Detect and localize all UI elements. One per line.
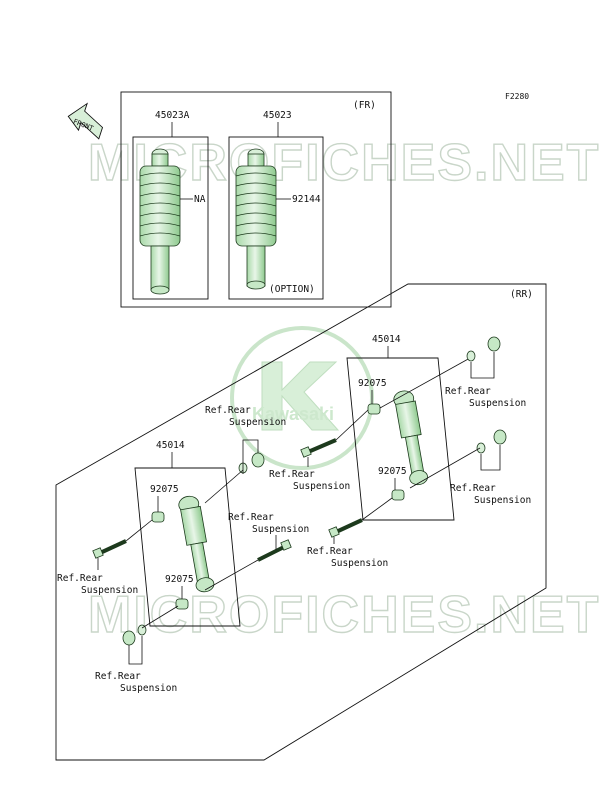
ref-right-bottom-1: Ref.Rear xyxy=(450,483,496,494)
ref-mid-lower-2: Suspension xyxy=(331,558,388,569)
kawasaki-logo-watermark: Kawasaki xyxy=(230,326,374,470)
front-shock-left xyxy=(139,148,181,295)
rear-shock-left xyxy=(178,495,215,593)
ref-right-bottom-2: Suspension xyxy=(474,495,531,506)
front-section: (FR) 45023A 45023 NA xyxy=(120,91,392,308)
ref-left-bottom-2: Suspension xyxy=(120,683,177,694)
rear-left-bushing-bottom-label: 92075 xyxy=(165,574,194,585)
front-tag: (FR) xyxy=(353,100,376,111)
ref-left-bolt-2: Suspension xyxy=(81,585,138,596)
ref-left-bolt-1: Ref.Rear xyxy=(57,573,103,584)
page-code: F2280 xyxy=(505,92,529,101)
ref-left-top-2: Suspension xyxy=(229,417,286,428)
rear-bolt-left-upper xyxy=(92,539,127,559)
front-arrow-icon: FRONT xyxy=(67,102,104,140)
option-label: (OPTION) xyxy=(269,284,315,295)
rear-left-bushing-top-label: 92075 xyxy=(150,484,179,495)
ref-mid-lower-1: Ref.Rear xyxy=(307,546,353,557)
rear-right-bushing-bottom-label: 92075 xyxy=(378,466,407,477)
watermark-bottom: MICROFICHES.NET xyxy=(88,586,600,644)
rear-shock-right xyxy=(393,390,428,486)
rear-right-bushing-top-label: 92075 xyxy=(358,378,387,389)
rear-bolt-middle-lower xyxy=(328,518,363,538)
rear-right-top-washer xyxy=(466,336,501,362)
rear-right-bushing-bottom xyxy=(391,489,405,501)
rear-section: (RR) 45014 92075 92075 xyxy=(55,283,547,761)
ref-right-top-2: Suspension xyxy=(469,398,526,409)
ref-center-1: Ref.Rear xyxy=(228,512,274,523)
rear-bolt-middle-upper xyxy=(300,438,337,458)
ref-mid-upper-1: Ref.Rear xyxy=(269,469,315,480)
watermark-brand: Kawasaki xyxy=(252,404,334,424)
ref-left-bottom-1: Ref.Rear xyxy=(95,671,141,682)
ref-center-2: Suspension xyxy=(252,524,309,535)
front-shock-right xyxy=(235,148,277,290)
rear-bolt-center xyxy=(257,539,292,562)
rear-tag: (RR) xyxy=(510,289,533,300)
rear-left-part-number: 45014 xyxy=(156,440,185,451)
rear-left-bushing-bottom xyxy=(175,598,189,610)
rear-left-bushing-top xyxy=(151,511,165,523)
na-label: NA xyxy=(194,194,206,205)
spring-part-number: 92144 xyxy=(292,194,321,205)
ref-right-top-1: Ref.Rear xyxy=(445,386,491,397)
rear-right-bushing-top xyxy=(367,403,381,415)
rear-right-bottom-washer xyxy=(476,429,507,454)
rear-right-part-number: 45014 xyxy=(372,334,401,345)
ref-left-top-1: Ref.Rear xyxy=(205,405,251,416)
ref-mid-upper-2: Suspension xyxy=(293,481,350,492)
front-right-part-number: 45023 xyxy=(263,110,292,121)
front-left-part-number: 45023A xyxy=(155,110,190,121)
